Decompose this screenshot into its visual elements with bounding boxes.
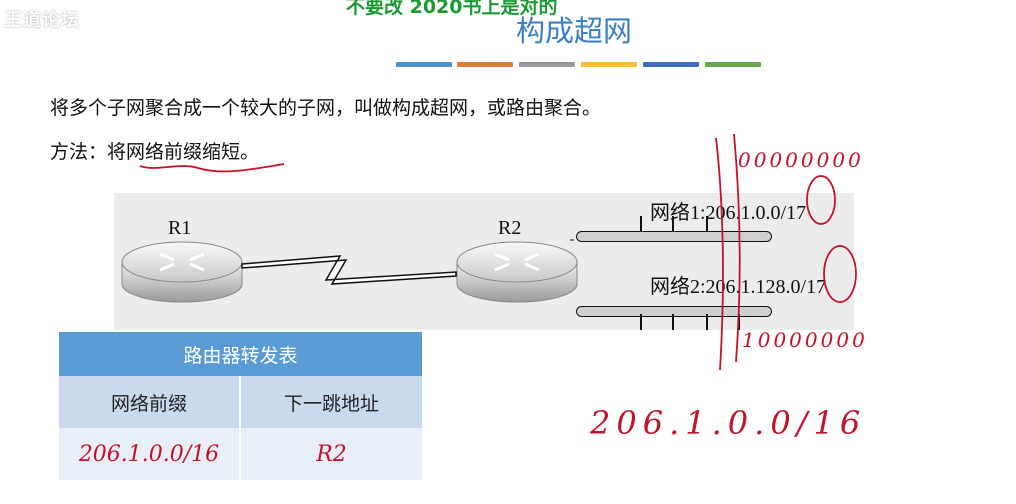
network2-host-tick [672,314,674,330]
summary-annotation: 206.1.0.0/16 [590,404,867,442]
network2-label: 网络2:206.1.128.0/17 [650,276,827,298]
column-header-prefix: 网络前缀 [59,376,239,428]
router2-label: R2 [498,217,522,239]
slide-title: 构成超网 [516,14,633,48]
router-r1-icon [121,241,243,303]
accent-bar-4 [581,62,637,67]
network1-host-tick [672,216,674,232]
table-cell-nexthop: R2 [241,428,422,480]
column-header-nexthop: 下一跳地址 [241,376,422,428]
underline-mark [139,163,285,173]
forwarding-table: 路由器转发表 网络前缀 下一跳地址 206.1.0.0/16 R2 [59,332,422,480]
table-cell-prefix: 206.1.0.0/16 [59,428,239,480]
router-r2-icon [456,241,578,303]
network2-bus [576,306,772,317]
handwritten-marks [715,133,857,371]
network2-host-tick [706,314,708,330]
table-title: 路由器转发表 [59,332,422,376]
network2-host-tick [640,314,642,330]
method-text: 方法：将网络前缀缩短。 [50,141,260,163]
accent-bar-6 [705,62,761,67]
accent-bar-3 [519,62,575,67]
network1-label: 网络1:206.1.0.0/17 [650,202,807,224]
accent-bar-5 [643,62,699,67]
watermark-text: 王道论坛 [4,10,80,31]
accent-bar-2 [457,62,513,67]
binary-annotation-bottom: 10000000 [742,328,868,352]
network-bus-lines [570,239,574,241]
binary-annotation-top: 00000000 [738,148,864,172]
definition-text: 将多个子网聚合成一个较大的子网，叫做构成超网，或路由聚合。 [50,97,602,119]
serial-link-icon [241,255,457,285]
network1-host-tick [706,216,708,232]
network1-bus [576,231,772,242]
network1-host-tick [640,216,642,232]
router1-label: R1 [168,217,192,239]
overlay-note: 不要改 2020书上是对的 [346,0,558,18]
accent-bar-1 [396,62,452,67]
